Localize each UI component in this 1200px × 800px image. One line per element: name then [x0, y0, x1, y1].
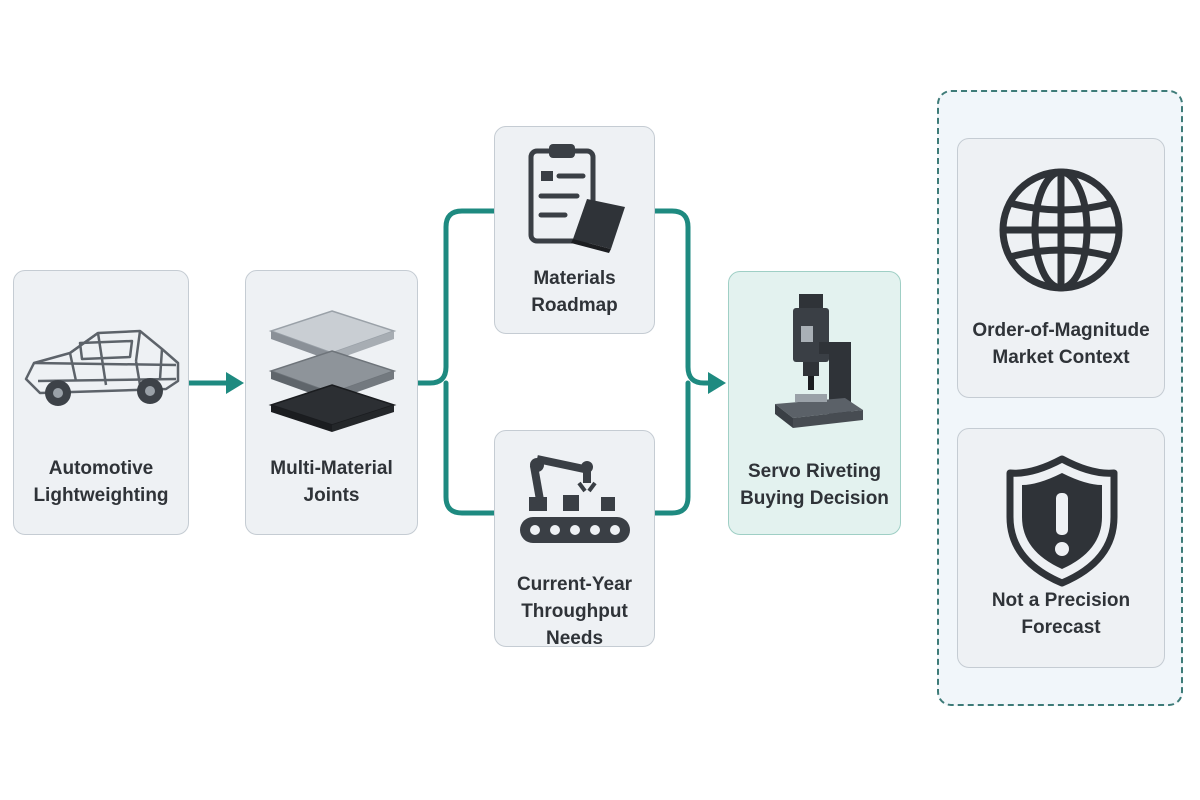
car-body-icon: [24, 329, 180, 406]
card-market-context[interactable]: Order-of-Magnitude Market Context: [957, 138, 1165, 398]
card-servo-riveting-decision[interactable]: Servo Riveting Buying Decision: [728, 271, 901, 535]
context-panel: Order-of-Magnitude Market Context Not a …: [937, 90, 1183, 706]
card-materials-roadmap[interactable]: Materials Roadmap: [494, 126, 655, 334]
card-throughput-needs[interactable]: Current-Year Throughput Needs: [494, 430, 655, 649]
label-multi-material-joints: Multi-Material Joints: [270, 458, 393, 506]
label-precision-disclaimer: Not a Precision Forecast: [991, 590, 1131, 638]
clipboard-icon: [528, 144, 625, 253]
label-market-context: Order-of-Magnitude Market Context: [972, 320, 1150, 368]
connector-joints-split: [414, 208, 497, 516]
connector-merge-to-decision: [652, 208, 713, 516]
label-automotive-lightweighting: Automotive Lightweighting: [33, 458, 169, 506]
label-materials-roadmap: Materials Roadmap: [531, 268, 618, 316]
card-multi-material-joints[interactable]: Multi-Material Joints: [245, 270, 418, 535]
robot-conveyor-icon: [520, 455, 630, 543]
arrowhead-joints: [226, 372, 244, 394]
riveting-machine-icon: [775, 294, 863, 428]
material-layers-icon: [268, 310, 397, 432]
label-throughput-needs: Current-Year Throughput Needs: [516, 574, 633, 649]
card-automotive-lightweighting[interactable]: Automotive Lightweighting: [13, 270, 189, 535]
globe-icon: [999, 168, 1123, 292]
shield-warning-icon: [1006, 455, 1118, 587]
arrowhead-decision: [708, 372, 726, 394]
label-servo-riveting-decision: Servo Riveting Buying Decision: [740, 461, 889, 509]
card-precision-disclaimer[interactable]: Not a Precision Forecast: [957, 428, 1165, 668]
